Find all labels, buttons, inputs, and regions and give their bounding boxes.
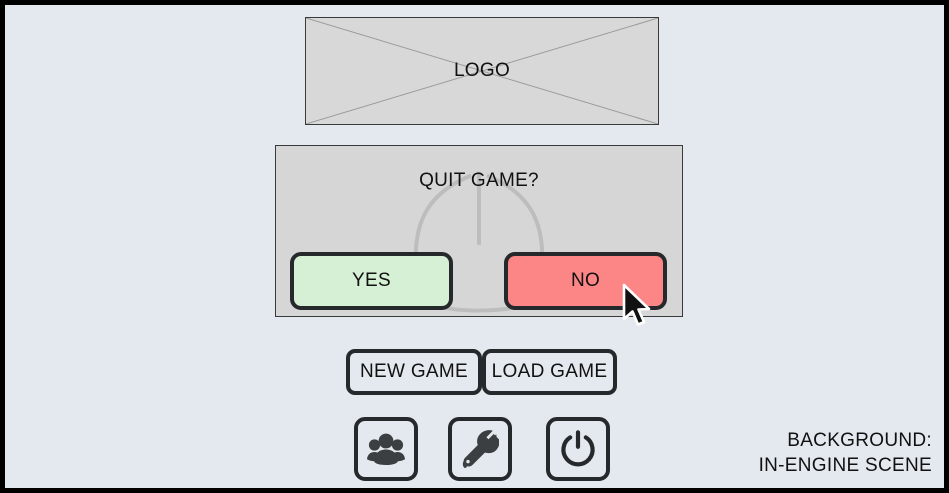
power-icon <box>561 430 595 467</box>
quit-yes-button[interactable]: YES <box>290 252 453 310</box>
quit-no-button[interactable]: NO <box>504 252 667 310</box>
background-note-line-2: IN-ENGINE SCENE <box>758 455 932 476</box>
power-button[interactable] <box>546 417 610 481</box>
placeholder-cross-icon <box>306 18 658 124</box>
new-game-label: NEW GAME <box>360 361 468 382</box>
quit-no-label: NO <box>570 270 601 291</box>
quit-yes-label: YES <box>352 270 391 291</box>
people-group-icon <box>367 433 405 465</box>
load-game-label: LOAD GAME <box>491 361 608 382</box>
quit-game-dialog: QUIT GAME? YES NO <box>275 145 683 317</box>
wrench-icon <box>462 430 499 468</box>
background-note-line-1: BACKGROUND: <box>787 430 932 451</box>
new-game-button[interactable]: NEW GAME <box>346 349 482 395</box>
logo-label: LOGO <box>453 60 511 81</box>
background-note: BACKGROUND: IN-ENGINE SCENE <box>759 428 932 478</box>
logo-placeholder: LOGO <box>305 17 659 125</box>
multiplayer-button[interactable] <box>354 417 418 481</box>
dialog-title: QUIT GAME? <box>419 170 539 191</box>
load-game-button[interactable]: LOAD GAME <box>482 349 617 395</box>
settings-button[interactable] <box>448 417 512 481</box>
